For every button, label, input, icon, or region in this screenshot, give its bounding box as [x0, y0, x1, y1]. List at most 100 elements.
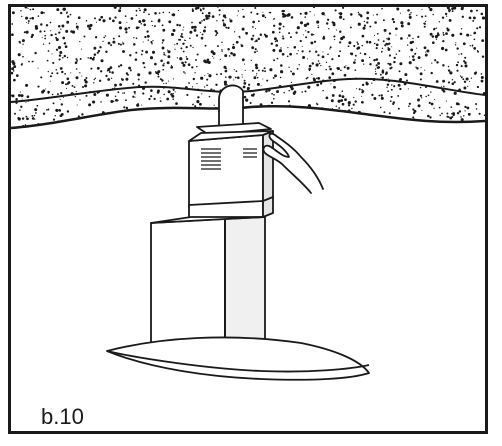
ceiling-speck	[397, 83, 401, 87]
ceiling-speck	[453, 91, 457, 95]
ceiling-speck	[380, 76, 382, 79]
ceiling-speck	[345, 116, 348, 119]
ceiling-speck	[456, 69, 459, 72]
ceiling-speck	[137, 103, 139, 105]
ceiling-speck	[40, 11, 44, 15]
ceiling-speck	[259, 33, 263, 37]
ceiling-speck	[48, 42, 51, 45]
ceiling-speck	[89, 23, 93, 27]
ceiling-speck	[273, 114, 277, 117]
ceiling-speck	[85, 19, 88, 22]
ceiling-speck	[168, 121, 171, 123]
ceiling-speck	[59, 98, 61, 100]
ceiling-speck	[454, 8, 456, 10]
ceiling-speck	[344, 98, 347, 102]
ceiling-speck	[141, 49, 144, 52]
ceiling-speck	[170, 32, 175, 36]
ceiling-speck	[473, 38, 476, 41]
ceiling-speck	[225, 26, 228, 29]
ceiling-speck	[340, 116, 342, 119]
ceiling-speck	[460, 116, 462, 118]
ceiling-speck	[31, 117, 35, 120]
ceiling-speck	[117, 65, 121, 68]
ceiling-speck	[410, 48, 414, 52]
ceiling-speck	[265, 89, 268, 93]
ceiling-speck	[357, 43, 359, 45]
ceiling-speck	[28, 60, 30, 63]
ceiling-speck	[354, 69, 357, 71]
ceiling-speck	[317, 60, 320, 62]
ceiling-speck	[429, 116, 432, 119]
ceiling-speck	[37, 67, 39, 69]
ceiling-speck	[167, 50, 171, 54]
ceiling-speck	[127, 122, 129, 124]
ceiling-speck	[52, 62, 55, 64]
ceiling-speck	[255, 39, 258, 43]
ceiling-speck	[26, 95, 30, 98]
ceiling-speck	[347, 123, 351, 126]
ceiling-speck	[182, 42, 185, 46]
ceiling-speck	[66, 56, 69, 59]
ceiling-speck	[289, 122, 292, 126]
ceiling-speck	[133, 90, 136, 94]
ceiling-speck	[124, 27, 128, 31]
ceiling-speck	[296, 53, 298, 55]
ceiling-speck	[278, 49, 282, 53]
ceiling-speck	[435, 38, 438, 40]
ceiling-speck	[306, 58, 308, 60]
ceiling-speck	[241, 74, 243, 76]
ceiling-speck	[117, 42, 120, 45]
ceiling-speck	[195, 34, 199, 37]
ceiling-speck	[25, 115, 28, 118]
ceiling-speck	[337, 67, 340, 71]
ceiling-speck	[449, 116, 453, 120]
ceiling-speck	[375, 121, 378, 125]
installation-illustration	[11, 7, 485, 381]
ceiling-speck	[64, 45, 68, 49]
ceiling-speck	[398, 49, 401, 52]
ceiling-texture	[11, 7, 485, 130]
ceiling-speck	[144, 35, 147, 39]
ceiling-speck	[398, 78, 402, 82]
ceiling-speck	[447, 65, 450, 68]
ceiling-speck	[74, 95, 77, 98]
ceiling-speck	[135, 37, 138, 39]
ceiling-speck	[333, 38, 336, 41]
ceiling-speck	[377, 39, 380, 41]
ceiling-speck	[139, 9, 141, 12]
ceiling-speck	[307, 116, 310, 119]
ceiling-speck	[256, 72, 258, 75]
ceiling-speck	[76, 60, 79, 62]
ceiling-speck	[408, 127, 410, 128]
ceiling-speck	[153, 97, 156, 101]
ceiling-speck	[143, 11, 145, 14]
ceiling-speck	[375, 47, 378, 50]
ceiling-speck	[159, 78, 162, 81]
ceiling-speck	[156, 121, 159, 124]
ceiling-speck	[425, 51, 427, 53]
ceiling-speck	[24, 7, 28, 9]
ceiling-speck	[252, 34, 255, 37]
ceiling-speck	[306, 22, 310, 26]
ceiling-speck	[50, 30, 52, 32]
ceiling-speck	[365, 82, 369, 86]
ceiling-speck	[380, 50, 383, 53]
ceiling-speck	[312, 77, 316, 80]
ceiling-speck	[143, 8, 147, 12]
ceiling-speck	[166, 49, 169, 51]
ceiling-speck	[297, 50, 299, 52]
ceiling-speck	[400, 24, 404, 28]
ceiling-speck	[172, 88, 175, 91]
ceiling-speck	[353, 61, 356, 64]
ceiling-speck	[133, 125, 136, 127]
ceiling-speck	[427, 114, 430, 118]
ceiling-speck	[341, 95, 345, 99]
ceiling-speck	[268, 11, 270, 14]
ceiling-speck	[432, 28, 436, 31]
ceiling-speck	[346, 66, 350, 70]
ceiling-speck	[254, 7, 257, 9]
ceiling-speck	[102, 19, 106, 23]
ceiling-speck	[391, 18, 395, 21]
ceiling-speck	[203, 86, 206, 88]
ceiling-speck	[427, 94, 430, 97]
